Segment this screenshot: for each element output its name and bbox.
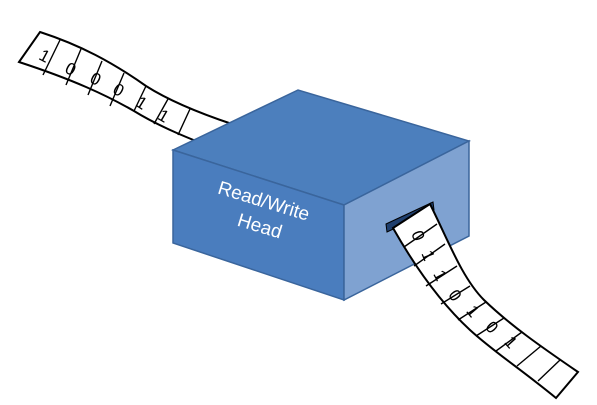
output-tape-strip [391, 202, 580, 400]
output-tape-dividers [403, 223, 561, 382]
output-tape: 0 1 1 0 1 0 1 [391, 202, 580, 400]
input-tape: 1 0 0 0 1 1 [17, 30, 234, 154]
input-tape-dividers [42, 39, 191, 136]
